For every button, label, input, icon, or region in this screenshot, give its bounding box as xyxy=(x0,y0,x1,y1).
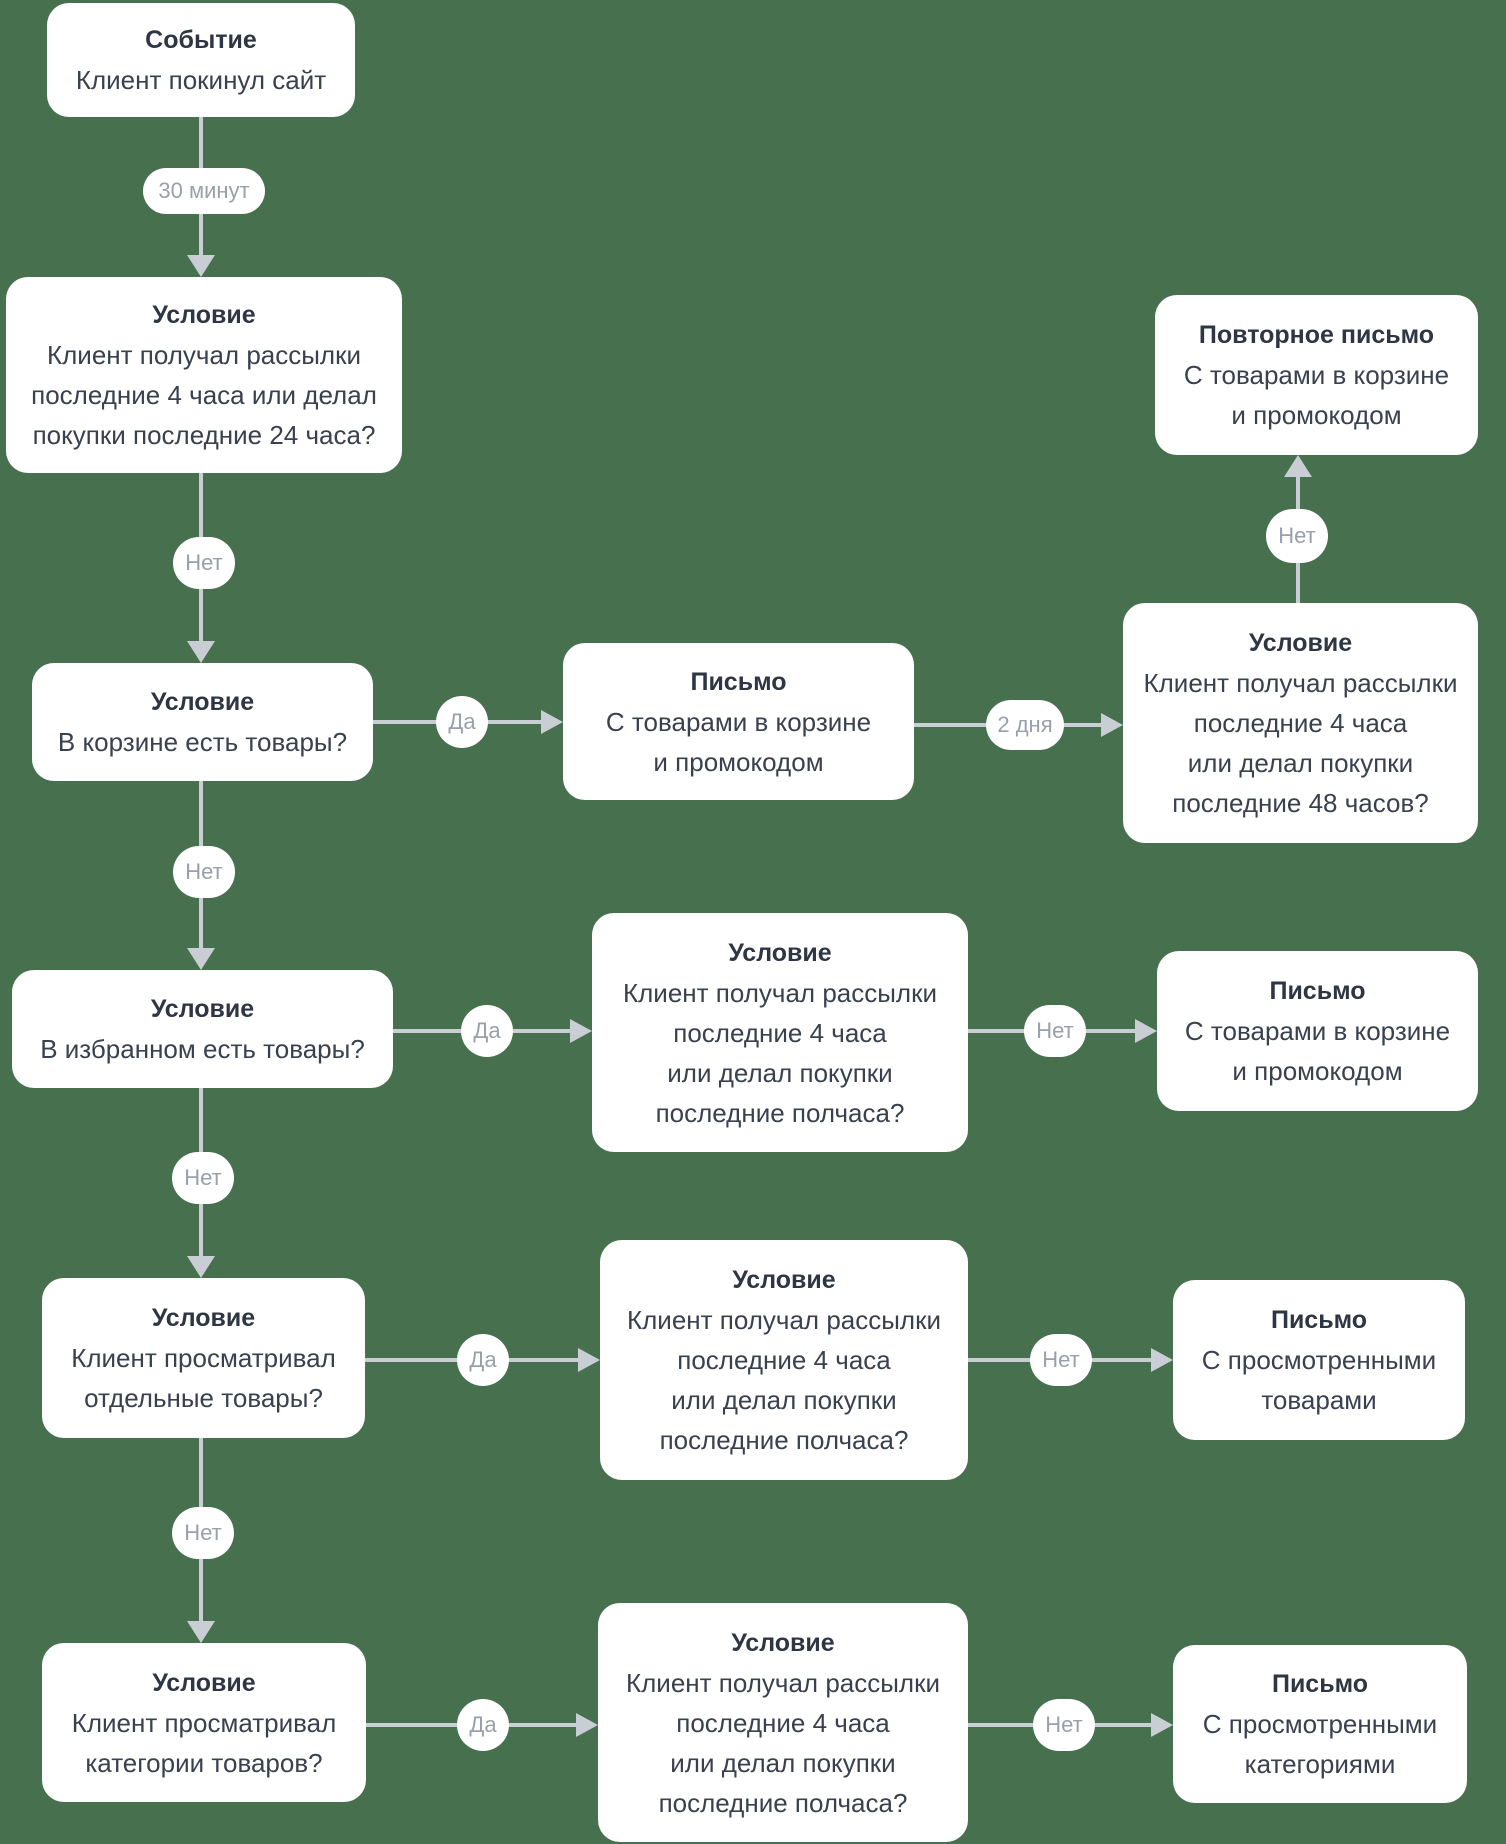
node-text: категориями xyxy=(1244,1749,1396,1779)
node-text: Клиент получал рассылки xyxy=(625,1667,940,1698)
delay-pill-30-min: 30 минут xyxy=(143,168,265,214)
node-text: и промокодом xyxy=(653,746,824,777)
node-text: В избранном есть товары? xyxy=(40,1034,365,1064)
node-text: С товарами в корзине xyxy=(1183,360,1450,390)
node-title: Условие xyxy=(150,995,255,1023)
arrowhead-down-icon xyxy=(187,948,215,970)
node-text: В корзине есть товары? xyxy=(57,727,348,757)
node-condition-favorites-has-items: Условие В избранном есть товары? xyxy=(12,970,393,1088)
node-letter-cart-promo: Письмо С товарами в корзине и промокодом xyxy=(563,643,914,800)
node-text: Клиент покинул сайт xyxy=(75,65,327,95)
node-condition-mailings-30m-a: Условие Клиент получал рассылки последни… xyxy=(592,913,968,1152)
node-title: Письмо xyxy=(1271,1670,1369,1698)
arrowhead-down-icon xyxy=(187,641,215,663)
no-pill: Нет xyxy=(172,1507,234,1559)
node-title: Повторное письмо xyxy=(1198,321,1435,349)
node-condition-mailings-30m-b: Условие Клиент получал рассылки последни… xyxy=(600,1240,968,1480)
node-title: Письмо xyxy=(1270,1306,1368,1334)
node-text: или делал покупки xyxy=(1187,748,1414,778)
node-title: Письмо xyxy=(690,667,787,696)
node-title: Условие xyxy=(728,938,832,967)
node-text: или делал покупки xyxy=(667,1057,893,1088)
arrowhead-down-icon xyxy=(187,1621,215,1643)
node-repeat-letter-cart-promo: Повторное письмо С товарами в корзине и … xyxy=(1155,295,1478,455)
arrowhead-right-icon xyxy=(541,710,563,734)
arrowhead-right-icon xyxy=(570,1019,592,1043)
node-text: Клиент получал рассылки xyxy=(622,977,937,1008)
node-text: Клиент получал рассылки xyxy=(46,340,361,370)
arrowhead-right-icon xyxy=(576,1713,598,1737)
node-title: Событие xyxy=(145,26,257,54)
node-condition-viewed-categories: Условие Клиент просматривал категории то… xyxy=(42,1643,366,1802)
yes-pill: Да xyxy=(457,1334,509,1386)
no-pill: Нет xyxy=(1033,1699,1095,1751)
yes-pill: Да xyxy=(457,1699,509,1751)
arrowhead-right-icon xyxy=(1151,1348,1173,1372)
node-text: или делал покупки xyxy=(670,1747,896,1778)
node-title: Условие xyxy=(152,1668,256,1697)
node-letter-viewed-categories: Письмо С просмотренными категориями xyxy=(1173,1645,1467,1803)
arrowhead-right-icon xyxy=(1151,1713,1173,1737)
no-pill: Нет xyxy=(1030,1334,1092,1386)
node-text: отдельные товары? xyxy=(84,1383,323,1413)
arrowhead-down-icon xyxy=(187,1256,215,1278)
node-text: С товарами в корзине xyxy=(605,706,872,737)
node-title: Условие xyxy=(1248,629,1353,657)
arrowhead-up-icon xyxy=(1284,455,1312,477)
node-event-client-left-site: Событие Клиент покинул сайт xyxy=(47,3,355,117)
node-text: или делал покупки xyxy=(671,1385,897,1415)
node-text: С товарами в корзине xyxy=(1184,1016,1451,1046)
node-condition-cart-has-items: Условие В корзине есть товары? xyxy=(32,663,373,781)
node-text: категории товаров? xyxy=(85,1747,323,1778)
yes-pill: Да xyxy=(461,1005,513,1057)
node-text: последние 4 часа xyxy=(677,1345,891,1375)
node-text: С просмотренными xyxy=(1202,1709,1438,1739)
node-condition-viewed-items: Условие Клиент просматривал отдельные то… xyxy=(42,1278,365,1438)
node-text: Клиент просматривал xyxy=(71,1343,336,1373)
node-text: и промокодом xyxy=(1231,400,1402,430)
delay-pill-2-days: 2 дня xyxy=(986,700,1064,750)
node-title: Условие xyxy=(151,1304,256,1332)
node-text: последние 4 часа xyxy=(1193,708,1408,738)
arrowhead-right-icon xyxy=(1135,1019,1157,1043)
node-letter-viewed-items: Письмо С просмотренными товарами xyxy=(1173,1280,1465,1440)
arrowhead-down-icon xyxy=(187,255,215,277)
node-text: С просмотренными xyxy=(1201,1345,1437,1375)
node-title: Условие xyxy=(731,1628,835,1657)
node-text: последние полчаса? xyxy=(658,1787,908,1818)
node-text: Клиент получал рассылки xyxy=(1143,668,1458,698)
node-text: последние 4 часа xyxy=(673,1017,887,1048)
node-text: товарами xyxy=(1261,1385,1377,1415)
node-condition-mailings-48h: Условие Клиент получал рассылки последни… xyxy=(1123,603,1478,843)
node-condition-mailings-30m-c: Условие Клиент получал рассылки последни… xyxy=(598,1603,968,1842)
node-text: покупки последние 24 часа? xyxy=(32,420,376,450)
no-pill: Нет xyxy=(1024,1005,1086,1057)
node-letter-cart-promo-2: Письмо С товарами в корзине и промокодом xyxy=(1157,951,1478,1111)
node-title: Условие xyxy=(732,1266,836,1294)
no-pill: Нет xyxy=(173,537,235,589)
no-pill: Нет xyxy=(172,1152,234,1204)
node-text: последние 48 часов? xyxy=(1172,788,1429,818)
node-text: последние полчаса? xyxy=(659,1425,909,1455)
arrowhead-right-icon xyxy=(578,1348,600,1372)
node-text: и промокодом xyxy=(1232,1056,1403,1086)
node-text: Клиент получал рассылки xyxy=(626,1305,941,1335)
arrowhead-right-icon xyxy=(1101,713,1123,737)
node-title: Условие xyxy=(150,688,255,716)
yes-pill: Да xyxy=(436,696,488,748)
node-text: Клиент просматривал xyxy=(71,1707,337,1738)
node-text: последние 4 часа xyxy=(676,1707,890,1738)
no-pill: Нет xyxy=(1266,509,1328,563)
node-text: последние полчаса? xyxy=(655,1097,905,1128)
no-pill: Нет xyxy=(173,846,235,898)
node-title: Условие xyxy=(152,301,256,329)
node-text: последние 4 часа или делал xyxy=(31,380,377,410)
node-title: Письмо xyxy=(1269,977,1366,1005)
node-condition-mailings-24h: Условие Клиент получал рассылки последни… xyxy=(6,277,402,473)
